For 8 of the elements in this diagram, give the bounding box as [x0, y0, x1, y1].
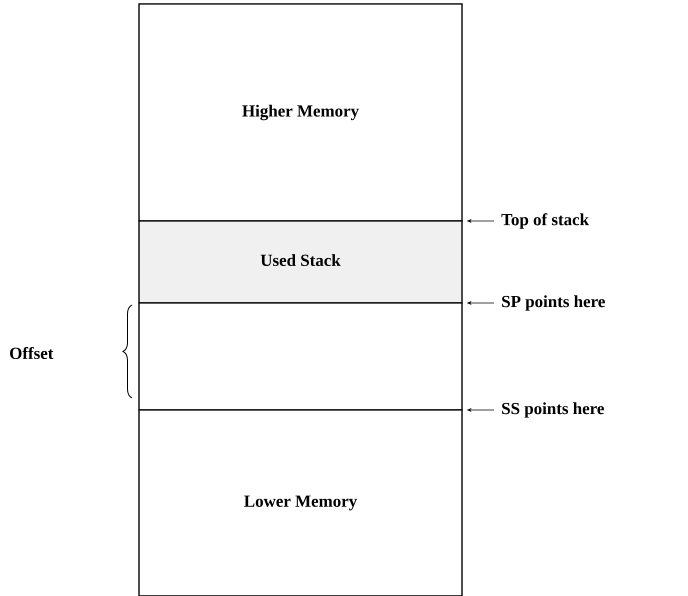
brace-label: Offset: [10, 346, 54, 360]
pointer-label: Top of stack: [501, 213, 589, 229]
memory-band: Higher Memory: [138, 3, 463, 222]
memory-band: [138, 302, 463, 411]
memory-band: Lower Memory: [138, 409, 463, 596]
pointer-label: SP points here: [502, 295, 605, 311]
memory-band: Used Stack: [138, 220, 463, 304]
pointer-label: SS points here: [502, 402, 604, 418]
